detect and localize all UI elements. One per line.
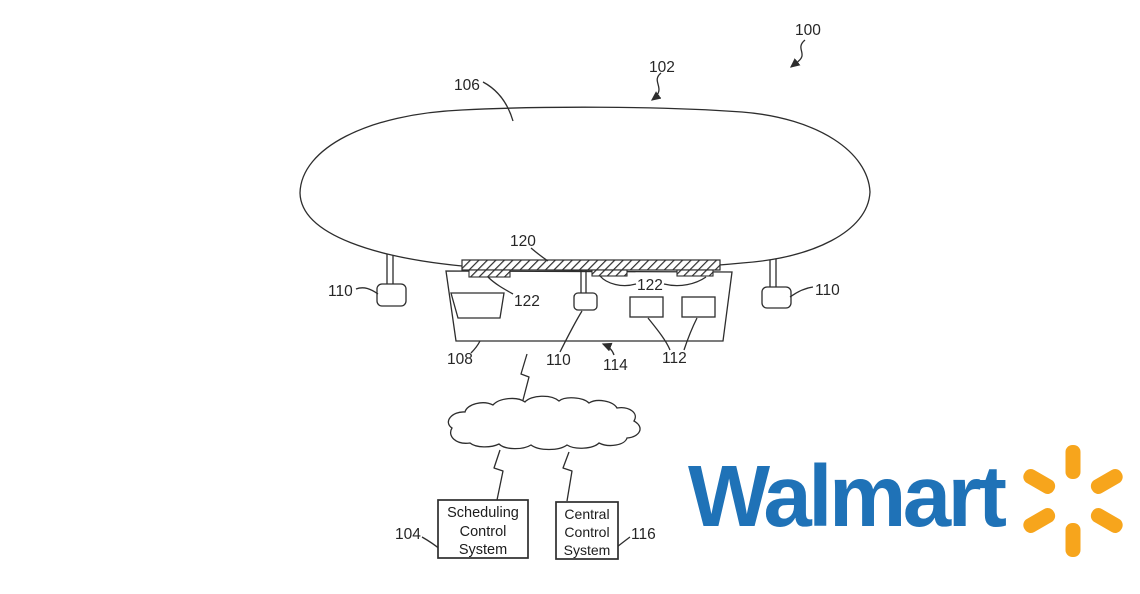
lightning-link-central xyxy=(562,451,573,502)
central-control-system-box xyxy=(555,501,619,560)
sensor-box-left xyxy=(376,283,407,307)
scheduling-control-system-box xyxy=(437,499,529,559)
leader-122-inner xyxy=(487,276,514,295)
panel-mount-left xyxy=(468,269,511,278)
leader-122-right-b xyxy=(663,276,707,287)
panel-mount-right xyxy=(676,269,714,277)
lightning-link-scheduling xyxy=(493,449,504,501)
spark-ray xyxy=(1065,445,1081,479)
gondola-window xyxy=(450,292,505,319)
ref-label-120: 120 xyxy=(510,233,536,250)
central-box-line1: Central xyxy=(564,506,609,522)
scheduling-box-line1: Scheduling xyxy=(447,505,519,521)
scheduling-box-line3: System xyxy=(459,542,507,558)
ref-label-110-right: 110 xyxy=(815,282,840,299)
spark-ray xyxy=(1065,523,1081,557)
leader-108 xyxy=(470,340,481,354)
arrow-114 xyxy=(601,342,615,356)
ref-label-102: 102 xyxy=(649,59,675,76)
lightning-link-top xyxy=(520,353,530,401)
ref-label-100: 100 xyxy=(795,22,821,39)
ref-label-110-left: 110 xyxy=(328,283,353,300)
walmart-wordmark: Walmart xyxy=(688,448,1006,545)
spark-ray xyxy=(1090,508,1123,533)
leader-112-b xyxy=(683,317,698,351)
blimp-envelope xyxy=(299,106,871,271)
sensor-box-right xyxy=(761,286,792,309)
hanging-device-box xyxy=(573,292,598,311)
leader-110-right xyxy=(789,286,814,298)
leader-120 xyxy=(530,247,549,262)
ref-label-106: 106 xyxy=(454,77,480,94)
ref-label-108: 108 xyxy=(447,351,473,368)
ref-label-116: 116 xyxy=(631,526,656,543)
ref-label-114: 114 xyxy=(603,357,628,374)
module-box-left xyxy=(629,296,664,318)
panel-mount-middle xyxy=(591,269,628,277)
leader-112-a xyxy=(647,317,671,351)
arrow-100 xyxy=(789,39,806,68)
leader-110-left xyxy=(355,287,379,295)
ref-label-104: 104 xyxy=(395,526,421,543)
spark-ray xyxy=(1090,469,1123,494)
solar-panel-strip xyxy=(461,259,721,271)
ref-label-122-right: 122 xyxy=(637,277,663,294)
central-box-line3: System xyxy=(564,542,611,558)
leader-116 xyxy=(616,536,631,548)
ref-label-122-inner: 122 xyxy=(514,293,540,310)
leader-110-bottom xyxy=(559,310,583,353)
walmart-spark-icon xyxy=(1023,445,1123,557)
leader-122-right-a xyxy=(599,275,637,287)
ref-label-112: 112 xyxy=(662,350,687,367)
scheduling-box-line2: Control xyxy=(460,524,507,540)
spark-ray xyxy=(1023,508,1056,533)
module-box-right xyxy=(681,296,716,318)
central-box-line2: Control xyxy=(564,524,609,540)
network-cloud xyxy=(447,395,641,451)
leader-106 xyxy=(482,81,514,122)
spark-ray xyxy=(1023,469,1056,494)
arrow-102 xyxy=(650,72,662,101)
ref-label-110-bottom: 110 xyxy=(546,352,571,369)
